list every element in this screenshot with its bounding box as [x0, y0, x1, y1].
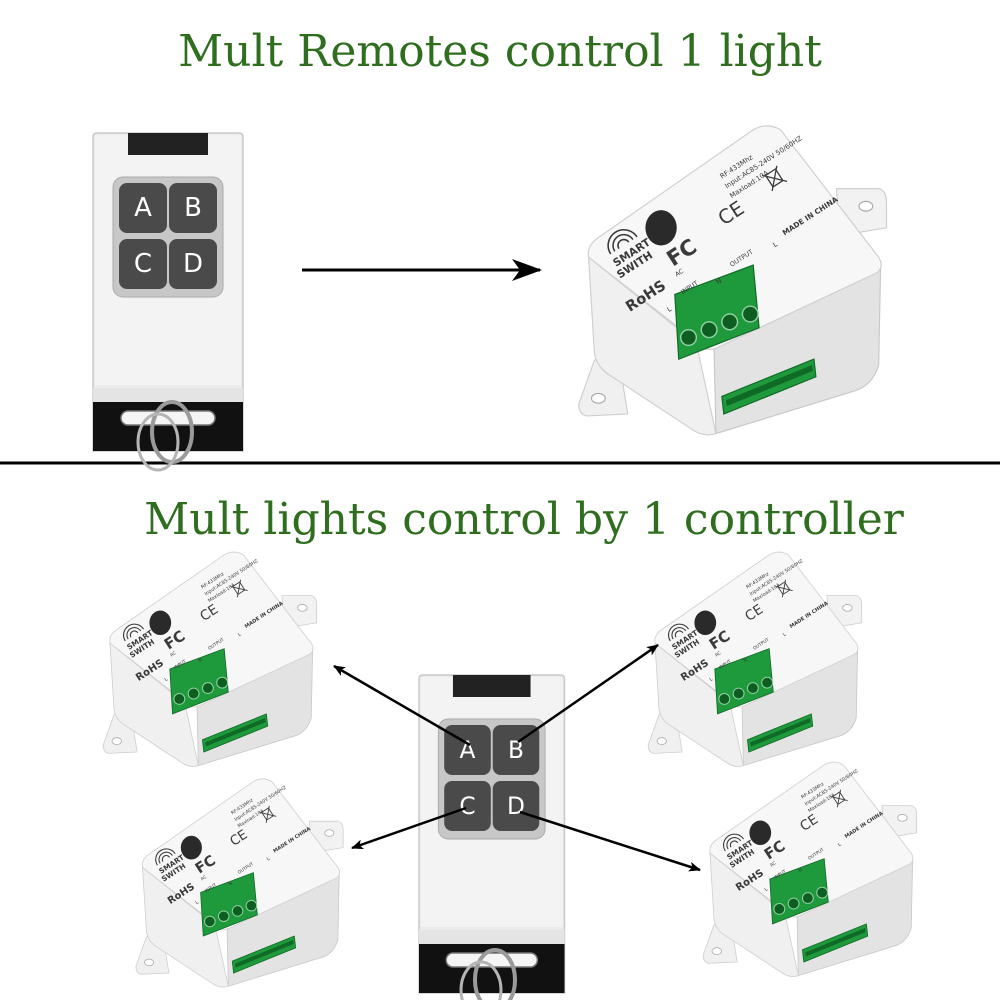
- wifi-icon: [668, 623, 690, 642]
- switch-module-top-left: SMARTSWITHRoHSFCCERF:433MhzInput:AC85-24…: [102, 551, 318, 768]
- module-term-l2: L: [782, 631, 788, 638]
- top-headline: Mult Remotes control 1 light: [178, 26, 822, 77]
- module-term-l2: L: [771, 240, 779, 249]
- module-term-n: N: [198, 657, 205, 664]
- wifi-icon: [123, 623, 145, 642]
- remote-button-b: B: [508, 736, 524, 764]
- module-term-n: N: [715, 277, 724, 287]
- module-term-ac: AC: [200, 874, 208, 882]
- switch-module-top-right: SMARTSWITHRoHSFCCERF:433MhzInput:AC85-24…: [647, 551, 863, 768]
- remote-button-a: A: [134, 193, 152, 223]
- bottom-headline: Mult lights control by 1 controller: [144, 494, 904, 545]
- top-switch-module: SMARTSWITHRoHSFCCERF:433MhzInput:AC85-24…: [578, 125, 888, 436]
- module-term-l: L: [666, 305, 674, 314]
- remote-button-d: D: [183, 249, 203, 279]
- module-term-l: L: [164, 676, 170, 683]
- crossed-bin-icon: [775, 579, 793, 598]
- remote-button-a: A: [460, 736, 476, 764]
- remote-button-c: C: [134, 249, 152, 279]
- arrow-d-to-module: [519, 810, 701, 872]
- module-term-n: N: [743, 657, 750, 664]
- switch-module-bottom-right: SMARTSWITHRoHSFCCERF:433MhzInput:AC85-24…: [702, 761, 918, 978]
- arrow-c-to-module: [351, 806, 467, 850]
- arrow-a-to-module: [333, 664, 471, 747]
- remote-button-d: D: [507, 792, 525, 820]
- module-term-l2: L: [266, 856, 272, 863]
- arrow-b-to-module: [517, 643, 659, 744]
- module-term-ac: AC: [769, 860, 777, 868]
- top-remote: A B C D: [92, 132, 244, 452]
- remote-button-b: B: [184, 193, 202, 223]
- module-term-ac: AC: [714, 650, 722, 658]
- module-term-n: N: [798, 867, 805, 874]
- module-term-l: L: [194, 899, 200, 906]
- crossed-bin-icon: [259, 805, 277, 823]
- wifi-icon: [723, 833, 745, 852]
- crossed-bin-icon: [230, 579, 248, 598]
- module-term-ac: AC: [169, 650, 177, 658]
- bottom-remote: A B C D: [418, 674, 566, 994]
- crossed-bin-icon: [761, 165, 788, 192]
- switch-module-bottom-left: SMARTSWITHRoHSFCCERF:433MhzInput:AC85-24…: [135, 778, 344, 988]
- crossed-bin-icon: [830, 789, 848, 808]
- module-term-l2: L: [837, 841, 843, 848]
- module-term-l: L: [764, 886, 770, 893]
- wifi-icon: [607, 228, 638, 255]
- module-term-ac: AC: [673, 267, 685, 279]
- module-term-l2: L: [237, 631, 243, 638]
- remote-button-c: C: [459, 792, 475, 820]
- module-term-l: L: [709, 676, 715, 683]
- module-term-n: N: [227, 881, 233, 888]
- wifi-icon: [155, 848, 176, 866]
